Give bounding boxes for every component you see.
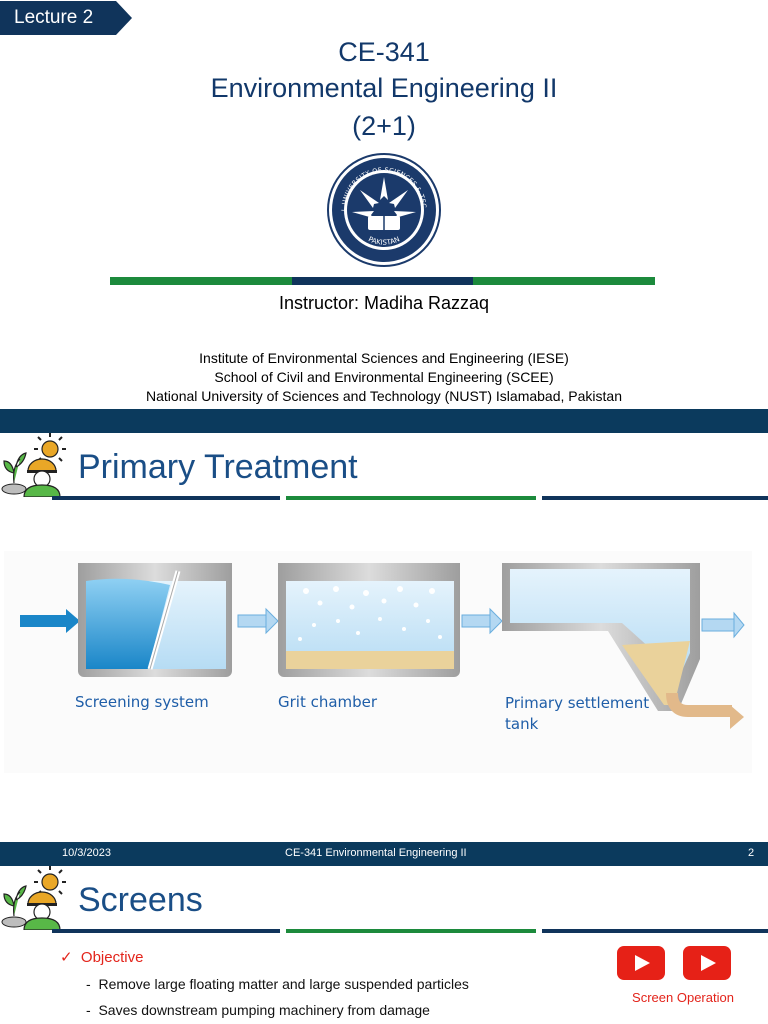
- primary-settlement-tank: [502, 563, 700, 711]
- youtube-play-icon[interactable]: [683, 946, 731, 980]
- engineer-gear-plant-icon: [1, 433, 66, 497]
- footer-page-number: 2: [748, 847, 755, 859]
- footer-date: 10/3/2023: [62, 847, 111, 859]
- label-primary-settlement-tank: Primary settlement tank: [505, 694, 650, 733]
- checkmark-icon: ✓: [60, 949, 73, 966]
- heading-underline: [52, 496, 768, 500]
- bullet-item: - Saves downstream pumping machinery fro…: [86, 1002, 430, 1018]
- grit-chamber-tank: [278, 563, 460, 677]
- effluent-arrow: [701, 618, 735, 632]
- label-screening-system: Screening system: [75, 693, 209, 711]
- university-seal-icon: NATIONAL UNIVERSITY OF SCIENCES & TECHNO…: [326, 152, 441, 267]
- svg-text:PAKISTAN: PAKISTAN: [367, 235, 401, 247]
- bullet-item: - Remove large floating matter and large…: [86, 976, 469, 992]
- primary-treatment-diagram: [4, 551, 752, 773]
- inflow-arrow: [20, 615, 68, 627]
- youtube-play-icon[interactable]: [617, 946, 665, 980]
- seal-bottom-text: PAKISTAN: [367, 235, 401, 247]
- heading-underline: [52, 929, 768, 933]
- video-caption[interactable]: Screen Operation: [632, 990, 734, 1005]
- institution-line-3: National University of Sciences and Tech…: [146, 388, 622, 404]
- institution-line-1: Institute of Environmental Sciences and …: [199, 350, 569, 366]
- credit-hours: (2+1): [352, 111, 416, 141]
- title-divider-bar: [110, 277, 656, 285]
- instructor-name: Instructor: Madiha Razzaq: [278, 293, 490, 313]
- label-grit-chamber: Grit chamber: [278, 693, 378, 711]
- lecture-tag: Lecture 2: [0, 1, 132, 35]
- screening-system-tank: [78, 563, 232, 677]
- slide-title-primary-treatment: Primary Treatment: [78, 448, 358, 486]
- slide-separator: [0, 409, 768, 433]
- institution-line-2: School of Civil and Environmental Engine…: [214, 369, 554, 385]
- engineer-gear-plant-icon: [1, 866, 66, 930]
- slide-footer: 10/3/2023 CE-341 Environmental Engineeri…: [0, 842, 768, 866]
- slide-title-screens: Screens: [78, 881, 203, 919]
- objective-heading: ✓ Objective: [60, 949, 144, 966]
- footer-course: CE-341 Environmental Engineering II: [285, 847, 467, 859]
- course-code: CE-341: [338, 37, 430, 67]
- course-name: Environmental Engineering II: [210, 73, 558, 103]
- sludge-arrow: [666, 692, 732, 717]
